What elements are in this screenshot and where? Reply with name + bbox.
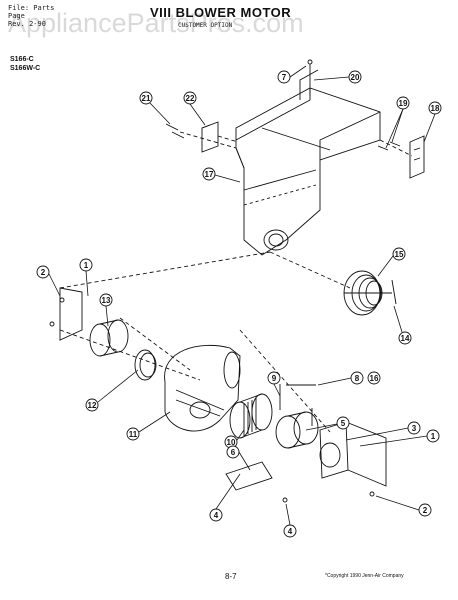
revision-label: Rev. 2-90 [8, 20, 46, 28]
file-label: File: Parts [8, 4, 55, 12]
clamp [134, 349, 157, 381]
callout-7: 7 [282, 73, 287, 82]
callout-10: 10 [227, 438, 236, 447]
callout-18: 18 [431, 104, 440, 113]
callout-5: 5 [341, 419, 346, 428]
callout-16: 16 [370, 374, 379, 383]
callout-11: 11 [129, 430, 138, 439]
callout-2-bottom: 2 [423, 506, 428, 515]
callout-21: 21 [142, 94, 151, 103]
left-plate [49, 287, 83, 341]
callout-13: 13 [102, 296, 111, 305]
duct-housing [235, 69, 381, 256]
motor-mount [319, 421, 387, 497]
callout-6: 6 [231, 448, 236, 457]
callout-4-left: 4 [214, 511, 219, 520]
page-title: VIII BLOWER MOTOR [150, 5, 292, 20]
callout-9: 9 [272, 374, 277, 383]
blower-housing [164, 344, 241, 432]
callout-4-right: 4 [288, 527, 293, 536]
adapter-ring [89, 319, 129, 357]
callout-2-top: 2 [41, 268, 46, 277]
callout-20: 20 [351, 73, 360, 82]
ring-clamp [343, 270, 397, 316]
blower-wheel [229, 393, 273, 439]
callout-12: 12 [88, 401, 97, 410]
model-number-2: S166W-C [10, 65, 41, 72]
copyright-notice: *Copyright 1990 Jenn-Air Company [325, 573, 404, 579]
callout-1-top: 1 [84, 261, 89, 270]
page-subtitle: CUSTOMER OPTION [178, 22, 233, 29]
callout-15: 15 [395, 250, 404, 259]
callout-3: 3 [412, 424, 417, 433]
page-number: 8-7 [225, 572, 237, 581]
callout-1-bottom: 1 [431, 432, 436, 441]
callout-14: 14 [401, 334, 410, 343]
callout-8: 8 [355, 374, 360, 383]
callout-22: 22 [186, 94, 195, 103]
page-label: Page [8, 12, 25, 20]
callout-17: 17 [205, 170, 214, 179]
callout-19: 19 [399, 99, 408, 108]
model-number-1: S166-C [10, 56, 34, 63]
